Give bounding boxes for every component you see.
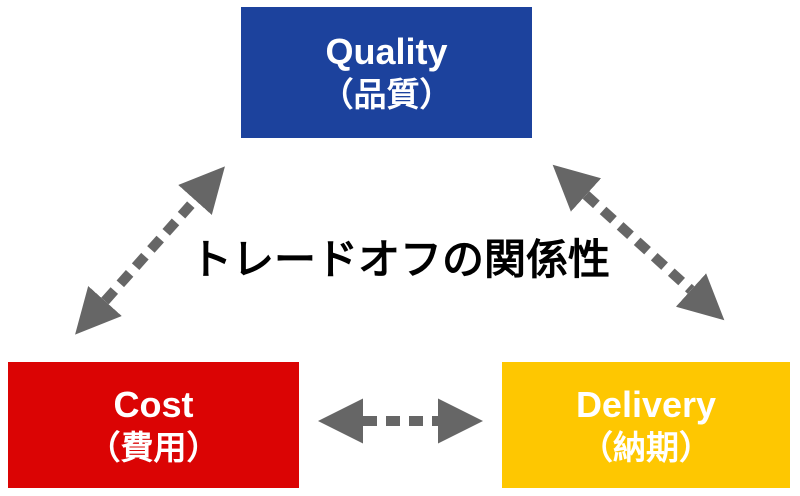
diagram-title: トレードオフの関係性 bbox=[189, 236, 610, 283]
node-quality-label-jp: （品質） bbox=[320, 76, 453, 114]
node-delivery-label-en: Delivery bbox=[575, 383, 717, 425]
node-cost-label-en: Cost bbox=[113, 383, 194, 425]
node-cost: Cost （費用） bbox=[8, 362, 299, 488]
node-quality: Quality （品質） bbox=[241, 7, 532, 138]
node-delivery-label-jp: （納期） bbox=[580, 428, 712, 466]
node-delivery: Delivery （納期） bbox=[502, 362, 790, 488]
node-cost-label-jp: （費用） bbox=[87, 428, 220, 466]
node-quality-label-en: Quality bbox=[325, 31, 448, 73]
